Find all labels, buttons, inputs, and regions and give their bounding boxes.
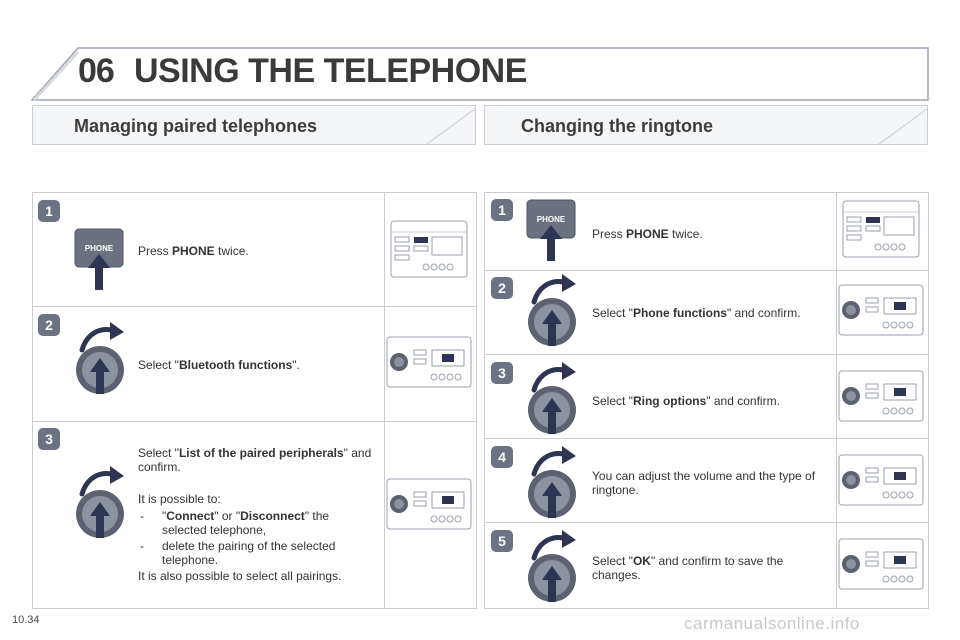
left-row-divider [32,421,476,422]
chapter-number: 06 [78,52,115,90]
left-row-divider [32,306,476,307]
step-text: You can adjust the volume and the type o… [592,469,816,497]
phone-button-icon: PHONE [74,228,126,292]
step-badge: 1 [38,200,60,222]
phone-button-icon: PHONE [526,199,578,263]
radio-unit-icon [390,220,468,278]
right-section-bar [484,105,928,145]
page-number: 10.34 [12,614,40,626]
step-text: Select "Bluetooth functions". [138,358,300,372]
radio-unit-icon [838,538,924,590]
right-section-title: Changing the ringtone [521,116,713,136]
rotary-knob-icon [74,320,130,398]
left-section-bar [32,105,476,145]
rotary-knob-icon [526,360,582,438]
phone-button-label: PHONE [85,244,114,253]
radio-unit-icon [838,454,924,506]
watermark: carmanualsonline.info [684,614,860,633]
step-badge: 4 [491,446,513,468]
right-column-divider [836,192,837,608]
left-section-title: Managing paired telephones [74,116,318,136]
bullet-dash: - [140,509,144,523]
step-badge: 2 [38,314,60,336]
step-badge: 1 [491,199,513,221]
step-badge: 5 [491,530,513,552]
left-column-divider [384,192,385,608]
note-intro: It is possible to: [138,492,221,506]
right-row-divider [484,270,928,271]
radio-unit-icon [838,284,924,336]
step-text: Select "OK" and confirm to save the chan… [592,554,784,582]
chapter-title: USING THE TELEPHONE [134,52,527,90]
right-row-divider [484,354,928,355]
bullet-text: "Connect" or "Disconnect" the selected t… [162,509,330,537]
step-badge: 3 [38,428,60,450]
bullet-dash: - [140,539,144,553]
rotary-knob-icon [74,464,130,542]
radio-unit-icon [838,370,924,422]
right-row-divider [484,522,928,523]
step-badge: 2 [491,277,513,299]
bullet-text: delete the pairing of the selected telep… [162,539,336,567]
note-outro: It is also possible to select all pairin… [138,569,342,583]
step-text: Select "Phone functions" and confirm. [592,306,801,320]
rotary-knob-icon [526,528,582,606]
radio-unit-icon [386,336,472,388]
right-row-divider [484,438,928,439]
step-badge: 3 [491,362,513,384]
step-text: Select "Ring options" and confirm. [592,394,780,408]
radio-unit-icon [842,200,920,258]
phone-button-label: PHONE [537,215,566,224]
step-text: Select "List of the paired peripherals" … [138,446,372,474]
rotary-knob-icon [526,444,582,522]
rotary-knob-icon [526,272,582,350]
step-text: Press PHONE twice. [592,227,703,241]
header-tab-shape [30,47,929,102]
radio-unit-icon [386,478,472,530]
step-text: Press PHONE twice. [138,244,249,258]
